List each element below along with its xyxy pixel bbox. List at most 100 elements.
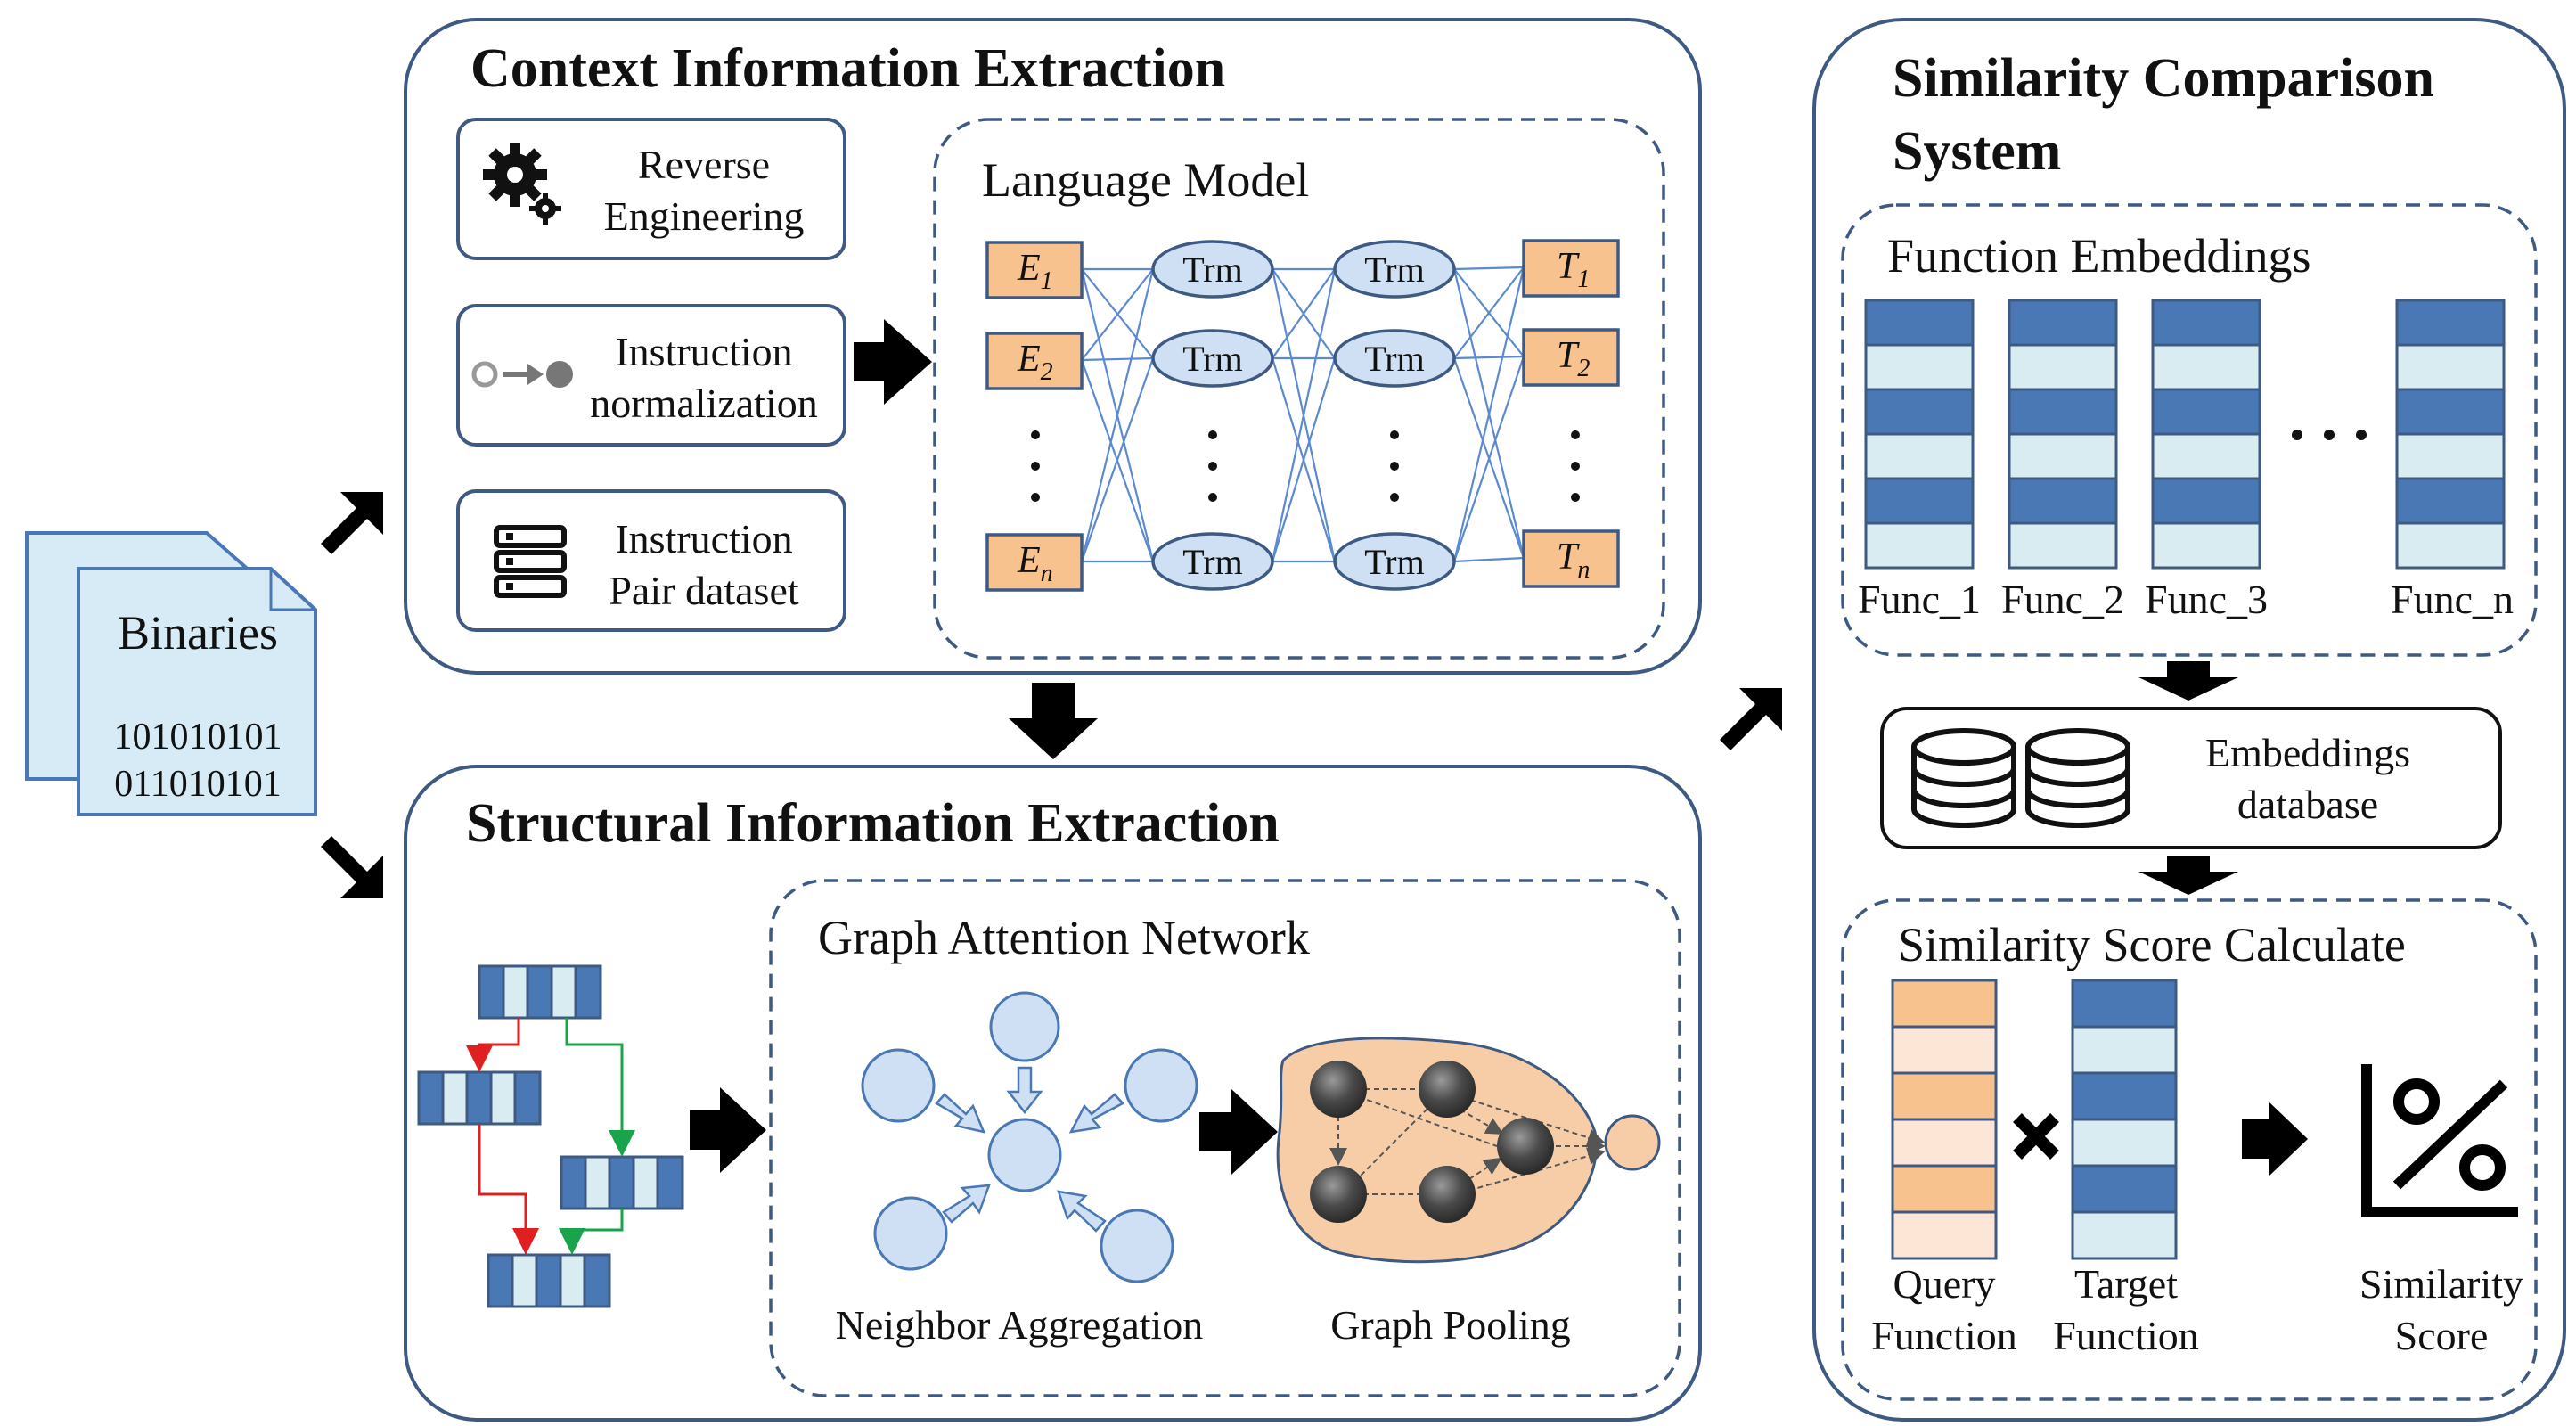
arrow-to-score <box>2138 856 2238 895</box>
database-icon <box>2025 728 2130 828</box>
binaries-bits-1: 101010101 <box>114 717 282 758</box>
svg-text:E1: E1 <box>1017 248 1053 295</box>
step-reverse-engineering <box>456 118 846 260</box>
graph-pooling <box>1276 1037 1661 1264</box>
neighbor-aggregation-label: Neighbor Aggregation <box>836 1302 1204 1348</box>
cfg-edge-red <box>466 1018 520 1072</box>
lm-output-tn: Tn <box>1522 529 1620 588</box>
arrow-context-to-structural <box>1009 683 1098 759</box>
lm-input-e2: E2 <box>985 332 1084 390</box>
step-1-line1: Reverse <box>638 142 770 187</box>
query-vector <box>1891 979 1998 1260</box>
cfg-edge-green <box>565 1018 635 1157</box>
gat-box <box>769 879 1681 1397</box>
score-calc-box <box>1841 898 2538 1401</box>
server-icon-leds <box>506 533 513 590</box>
trm-node: Trm <box>1333 329 1456 388</box>
lm-connections <box>1080 266 1525 563</box>
arrow-to-structural <box>321 836 383 898</box>
score-calc-title: Similarity Score Calculate <box>1898 918 2406 971</box>
server-icon <box>494 525 567 598</box>
multiply-icon <box>2013 1113 2059 1160</box>
svg-text:E2: E2 <box>1017 339 1053 386</box>
arrow-to-similarity <box>1720 688 1782 750</box>
svg-text:Tn: Tn <box>1557 537 1590 584</box>
lm-ellipsis-dots <box>1031 430 1580 502</box>
svg-text:Trm: Trm <box>1364 250 1424 290</box>
language-model-title: Language Model <box>982 153 1309 207</box>
trm-node: Trm <box>1151 240 1274 299</box>
normalize-arrow-icon <box>471 361 573 388</box>
cfg-edge-green <box>559 1209 624 1255</box>
similarity-title-line1: Similarity Comparison <box>1893 48 2434 109</box>
arrow-to-context <box>321 492 383 554</box>
trm-node: Trm <box>1333 532 1456 591</box>
trm-node: Trm <box>1151 532 1274 591</box>
step-1-line2: Engineering <box>604 193 805 239</box>
language-model-box <box>933 118 1665 660</box>
step-2-line1: Instruction <box>615 329 792 374</box>
neighbor-aggregation-graph <box>861 991 1198 1283</box>
arrow-to-gat <box>690 1087 766 1173</box>
step-3-line2: Pair dataset <box>609 568 799 613</box>
embedding-vector <box>2395 299 2506 570</box>
embedding-vector <box>2008 299 2118 570</box>
arrow-to-pooling <box>1199 1089 1278 1175</box>
arrow-to-database <box>2138 661 2238 701</box>
percent-chart-icon <box>2361 1064 2518 1217</box>
binaries-label: Binaries <box>118 606 278 660</box>
context-title: Context Information Extraction <box>470 38 1225 99</box>
svg-text:Trm: Trm <box>1182 339 1242 379</box>
trm-node: Trm <box>1151 329 1274 388</box>
embedding-vector <box>1864 299 1975 570</box>
func-label: Func_2 <box>2001 577 2124 622</box>
gears-icon <box>483 143 561 225</box>
step-2-line2: normalization <box>590 381 817 426</box>
cfg-edge-red <box>478 1124 539 1255</box>
score-label-line2: Score <box>2395 1313 2489 1358</box>
arrow-to-score-icon <box>2242 1102 2308 1176</box>
gat-title: Graph Attention Network <box>818 911 1310 964</box>
lm-input-e1: E1 <box>985 241 1084 299</box>
trm-nodes: Trm Trm Trm Trm Trm Trm <box>1151 240 1456 591</box>
structural-title: Structural Information Extraction <box>466 793 1280 854</box>
target-label-line2: Function <box>2053 1313 2199 1358</box>
query-label-line2: Function <box>1871 1313 2017 1358</box>
svg-text:T1: T1 <box>1557 246 1590 293</box>
arrow-to-language-model <box>854 319 932 405</box>
cfg-graph <box>417 964 684 1308</box>
svg-text:Trm: Trm <box>1182 250 1242 290</box>
query-label-line1: Query <box>1893 1261 1996 1307</box>
svg-text:En: En <box>1017 540 1053 587</box>
func-label: Func_1 <box>1858 577 1981 622</box>
lm-output-t1: T1 <box>1522 239 1620 298</box>
cfg-block <box>487 1253 611 1308</box>
database-label-line2: database <box>2237 782 2378 827</box>
target-vector <box>2071 979 2178 1260</box>
binaries-doc: Binaries 101010101 011010101 <box>25 531 317 816</box>
svg-text:Trm: Trm <box>1364 339 1424 379</box>
step-instruction-normalization <box>456 304 846 447</box>
function-embeddings-title: Function Embeddings <box>1887 229 2310 283</box>
svg-text:T2: T2 <box>1557 335 1590 382</box>
cfg-block <box>417 1070 542 1126</box>
lm-input-en: En <box>985 533 1084 592</box>
cfg-block <box>478 964 602 1020</box>
svg-text:Trm: Trm <box>1182 542 1242 582</box>
function-embeddings-box <box>1841 203 2538 657</box>
cfg-block <box>560 1155 684 1210</box>
binaries-bits-2: 011010101 <box>114 764 281 805</box>
database-icon <box>1911 728 2016 828</box>
embedding-vector <box>2151 299 2261 570</box>
graph-pooling-label: Graph Pooling <box>1330 1302 1571 1348</box>
database-label-line1: Embeddings <box>2205 730 2410 775</box>
svg-text:Trm: Trm <box>1364 542 1424 582</box>
func-label: Func_n <box>2391 577 2514 622</box>
trm-node: Trm <box>1333 240 1456 299</box>
ellipsis-dots <box>2292 430 2367 440</box>
lm-output-t2: T2 <box>1522 328 1620 387</box>
step-3-line1: Instruction <box>615 516 792 561</box>
target-label-line1: Target <box>2074 1261 2178 1307</box>
func-label: Func_3 <box>2145 577 2268 622</box>
score-label-line1: Similarity <box>2359 1261 2523 1307</box>
